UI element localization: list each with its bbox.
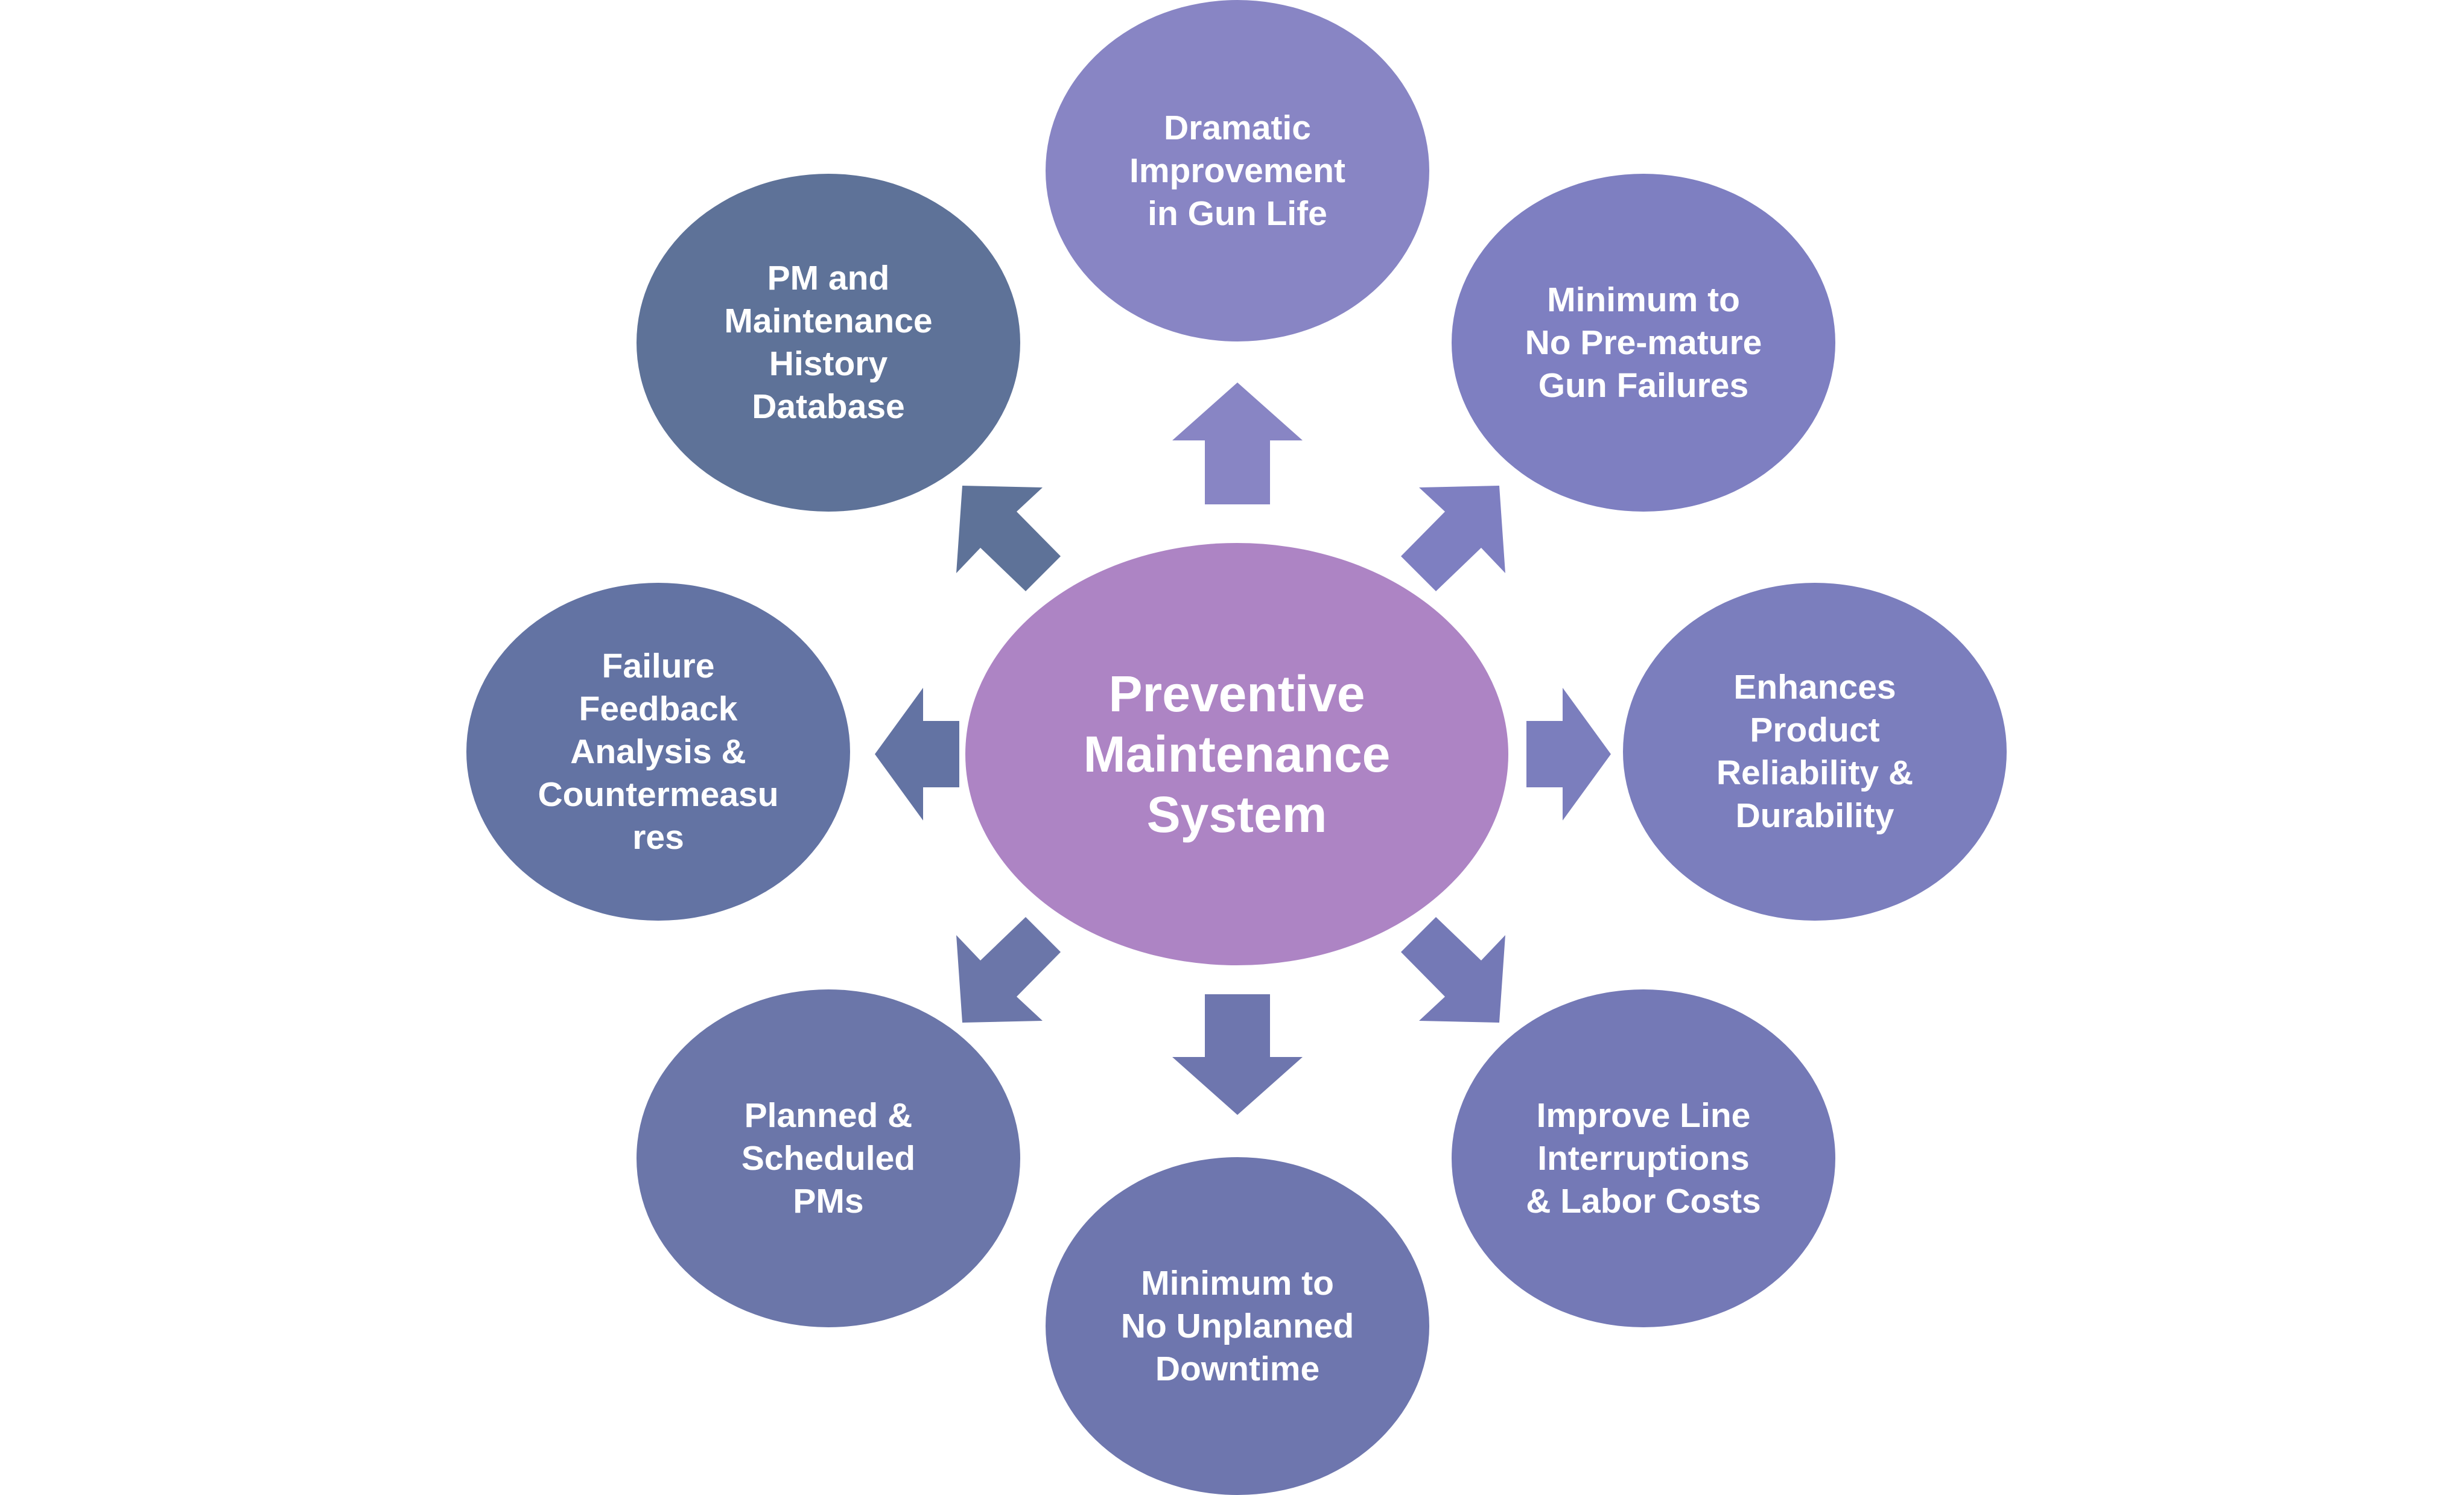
arrow-up-shape (1172, 382, 1303, 504)
node-top: Dramatic Improvement in Gun Life (1046, 0, 1429, 341)
arrow-right-shape (1526, 688, 1611, 821)
node-bottom-label: Minimum to No Unplanned Downtime (1120, 1263, 1354, 1388)
arrow-right-icon (1526, 688, 1611, 821)
node-bottom-left: Planned & Scheduled PMs (637, 989, 1020, 1327)
node-bottom-left-label: Planned & Scheduled PMs (741, 1096, 916, 1220)
node-right-label: Enhances Product Reliability & Durabilit… (1716, 668, 1914, 835)
node-top-label: Dramatic Improvement in Gun Life (1129, 108, 1345, 233)
node-left-label: Failure Feedback Analysis & Countermeasu… (538, 646, 779, 857)
arrow-up-right-icon (1401, 486, 1505, 591)
arrow-up-right-shape (1401, 486, 1505, 591)
arrow-down-right-shape (1401, 917, 1505, 1023)
arrow-up-left-icon (956, 486, 1061, 591)
node-top-left-label: PM and Maintenance History Database (724, 259, 933, 426)
node-left: Failure Feedback Analysis & Countermeasu… (466, 583, 850, 921)
arrow-left-shape (875, 688, 959, 821)
arrow-up-icon (1172, 382, 1303, 504)
center-node: Preventive Maintenance System (965, 543, 1508, 965)
arrow-down-right-icon (1401, 917, 1505, 1023)
node-top-right-label: Minimum to No Pre-mature Gun Failures (1525, 280, 1762, 405)
node-bottom: Minimum to No Unplanned Downtime (1046, 1157, 1429, 1495)
arrow-left-icon (875, 688, 959, 821)
node-top-left: PM and Maintenance History Database (637, 174, 1020, 512)
node-bottom-right: Improve Line Interruptions & Labor Costs (1452, 989, 1835, 1327)
center-node-label: Preventive Maintenance System (1083, 665, 1391, 843)
arrow-up-left-shape (956, 486, 1061, 591)
node-top-right: Minimum to No Pre-mature Gun Failures (1452, 174, 1835, 512)
arrow-down-left-icon (956, 917, 1061, 1023)
arrow-down-left-shape (956, 917, 1061, 1023)
arrow-down-icon (1172, 994, 1303, 1115)
node-bottom-right-label: Improve Line Interruptions & Labor Costs (1526, 1096, 1761, 1220)
arrow-down-shape (1172, 994, 1303, 1115)
node-right: Enhances Product Reliability & Durabilit… (1623, 583, 2007, 921)
